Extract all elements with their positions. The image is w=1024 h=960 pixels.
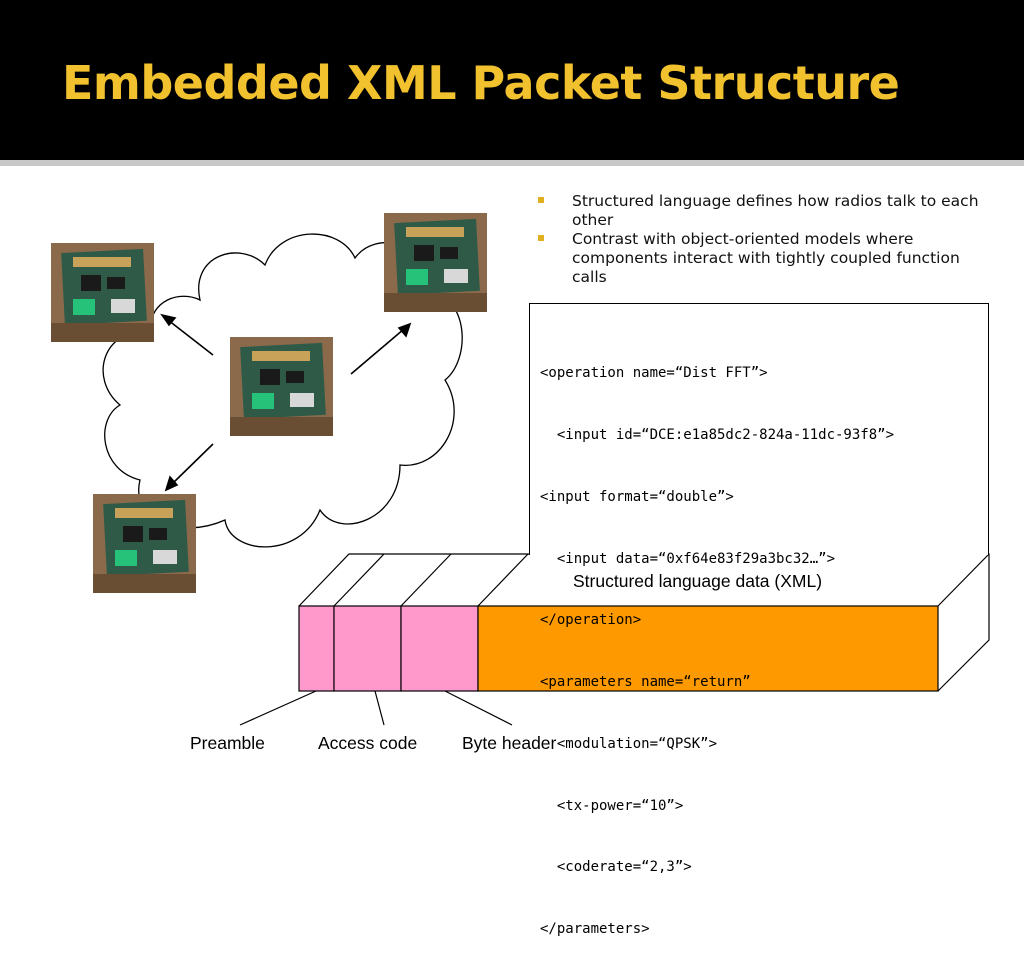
title-bar	[0, 0, 1024, 166]
access-code-label: Access code	[318, 733, 418, 753]
radio-board-center	[230, 337, 333, 436]
arrow-to-bottom-left	[171, 443, 214, 485]
xml-line: <operation name=“Dist FFT”>	[540, 365, 768, 382]
access-code-leader	[374, 690, 385, 726]
bullet-list: Structured language defines how radios t…	[536, 192, 996, 287]
xml-line: <coderate=“2,3”>	[540, 859, 692, 876]
xml-line: <modulation=“QPSK”>	[540, 735, 718, 752]
byte-header-field	[400, 605, 479, 692]
xml-line: <input format=“double”>	[540, 488, 734, 505]
xml-line: <input data=“0xf64e83f29a3bc32…”>	[540, 550, 836, 567]
bullet-text: Contrast with object-oriented models whe…	[572, 230, 960, 286]
xml-code: <operation name=“Dist FFT”> <input id=“D…	[540, 322, 894, 960]
byte-header-label: Byte header	[462, 733, 557, 753]
xml-line: <input id=“DCE:e1a85dc2-824a-11dc-93f8”>	[540, 426, 895, 443]
xml-code-box	[529, 303, 989, 555]
arrowhead-icon	[160, 313, 177, 327]
arrowhead-icon	[164, 475, 179, 492]
preamble-field	[298, 605, 335, 692]
circuit-board-icon	[51, 243, 154, 342]
arrow-to-top-left	[167, 319, 214, 356]
radio-board-top-right	[384, 213, 487, 312]
bullet-text: Structured language defines how radios t…	[572, 192, 979, 229]
radio-board-bottom-left	[93, 494, 196, 593]
slide-title: Embedded XML Packet Structure	[62, 56, 900, 110]
title-divider	[0, 160, 1024, 166]
preamble-leader	[239, 690, 317, 726]
access-code-field	[333, 605, 402, 692]
bullet-square-icon	[538, 197, 544, 203]
xml-line: </parameters>	[540, 921, 650, 938]
packet-diagram	[239, 553, 990, 726]
bullet-item: Structured language defines how radios t…	[536, 192, 996, 230]
arrowhead-icon	[397, 322, 412, 338]
byte-header-leader	[444, 690, 513, 726]
xml-line: </operation>	[540, 612, 642, 629]
xml-line: <parameters name=“return”	[540, 674, 751, 691]
preamble-label: Preamble	[190, 733, 265, 753]
xml-data-label: Structured language data (XML)	[573, 571, 823, 591]
bullet-square-icon	[538, 235, 544, 241]
radio-board-top-left	[51, 243, 154, 342]
arrow-to-top-right	[350, 328, 405, 375]
xml-data-field	[477, 605, 939, 692]
circuit-board-icon	[230, 337, 333, 436]
bullet-item: Contrast with object-oriented models whe…	[536, 230, 996, 287]
circuit-board-icon	[384, 213, 487, 312]
circuit-board-icon	[93, 494, 196, 593]
xml-line: <tx-power=“10”>	[540, 797, 684, 814]
